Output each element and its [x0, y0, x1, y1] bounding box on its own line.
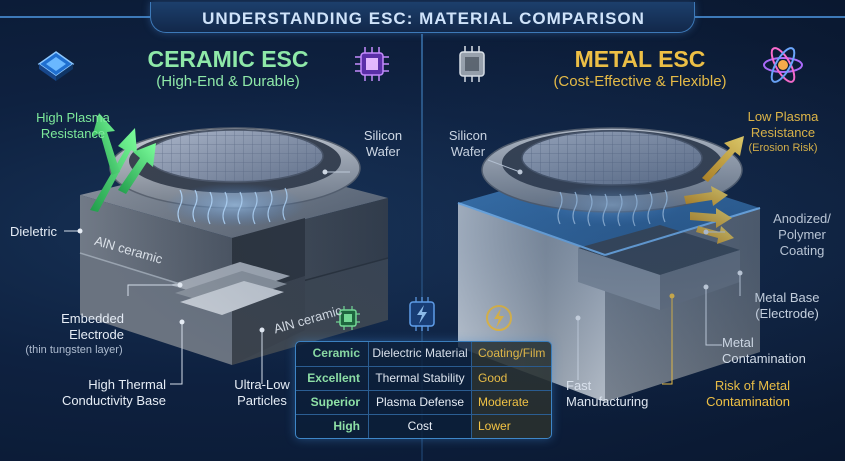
- risk-label: Risk of Metal Contamination: [706, 378, 790, 409]
- manufacturing-label: Fast Manufacturing: [566, 378, 649, 409]
- ceramic-arrow-2: [118, 143, 156, 194]
- ceramic-value: High: [333, 419, 360, 433]
- ceramic-arrow-3: [92, 113, 120, 175]
- ceramic-value: Excellent: [307, 371, 360, 385]
- metal-plasma-label: Low Plasma Resistance: [747, 109, 819, 140]
- metal-value: Coating/Film: [472, 342, 551, 366]
- table-row: Ceramic Dielectric Material Coating/Film: [296, 342, 551, 366]
- metal-title: METAL ESC: [574, 46, 706, 72]
- atom-icon: [763, 47, 803, 83]
- metal-value: Lower: [472, 415, 551, 438]
- metal-value: Good: [472, 367, 551, 391]
- banner-line-right: [695, 16, 845, 18]
- metal-esc-block: [457, 127, 761, 402]
- metal-arrow-3: [690, 208, 732, 228]
- ceramic-title: CERAMIC ESC: [147, 46, 309, 72]
- metal-value: Moderate: [472, 391, 551, 415]
- ceramic-upper-front: [80, 195, 232, 300]
- risk-leader-line: [662, 296, 673, 385]
- ceramic-wafer-label: Silicon Wafer: [363, 128, 403, 159]
- metal-arrow-2: [684, 186, 728, 206]
- ceramic-subtitle: (High-End & Durable): [156, 73, 300, 90]
- banner-line-left: [0, 16, 150, 18]
- particles-label: Ultra-Low Particles: [234, 377, 290, 408]
- center-divider: [421, 34, 423, 461]
- metal-plasma-note: (Erosion Risk): [748, 142, 818, 154]
- ceramic-value: Superior: [310, 395, 360, 409]
- metal-base-label: Metal Base (Electrode): [754, 290, 820, 321]
- lightning-icon: [486, 305, 512, 331]
- contamination-label: Metal Contamination: [722, 335, 806, 366]
- attribute-name: Thermal Stability: [368, 367, 472, 391]
- dielectric-label: Dieletric: [10, 224, 57, 239]
- table-row: High Cost Lower: [296, 414, 551, 438]
- table-row: Superior Plasma Defense Moderate: [296, 390, 551, 415]
- attribute-name: Dielectric Material: [368, 342, 472, 366]
- comparison-table: Ceramic Dielectric Material Coating/Film…: [295, 341, 552, 439]
- metal-chip-icon: [459, 46, 485, 82]
- attribute-name: Plasma Defense: [368, 391, 472, 415]
- chip-icon: [37, 51, 75, 81]
- coating-label: Anodized/ Polymer Coating: [773, 211, 831, 258]
- ceramic-esc-block: [79, 113, 389, 365]
- lightning-chip-icon: [409, 297, 435, 331]
- ceramic-plasma-label: High Plasma Resistance: [36, 110, 110, 141]
- page-title: UNDERSTANDING ESC: MATERIAL COMPARISON: [202, 9, 645, 28]
- table-chip-icon: [336, 306, 360, 330]
- title-banner: UNDERSTANDING ESC: MATERIAL COMPARISON: [150, 2, 695, 33]
- ceramic-lower-front: [80, 253, 232, 365]
- electrode-label: Embedded Electrode: [61, 311, 124, 342]
- metal-subtitle: (Cost-Effective & Flexible): [553, 73, 727, 90]
- electrode-note: (thin tungsten layer): [25, 344, 123, 356]
- table-row: Excellent Thermal Stability Good: [296, 366, 551, 391]
- metal-wafer-label: Silicon Wafer: [448, 128, 488, 159]
- metal-arrow-1: [702, 136, 744, 182]
- ceramic-value: Ceramic: [312, 346, 360, 360]
- leader-lines: [64, 159, 741, 385]
- processor-icon: [355, 47, 389, 81]
- attribute-name: Cost: [368, 415, 472, 438]
- leader-dots: [77, 169, 743, 333]
- base-label: High Thermal Conductivity Base: [61, 377, 166, 408]
